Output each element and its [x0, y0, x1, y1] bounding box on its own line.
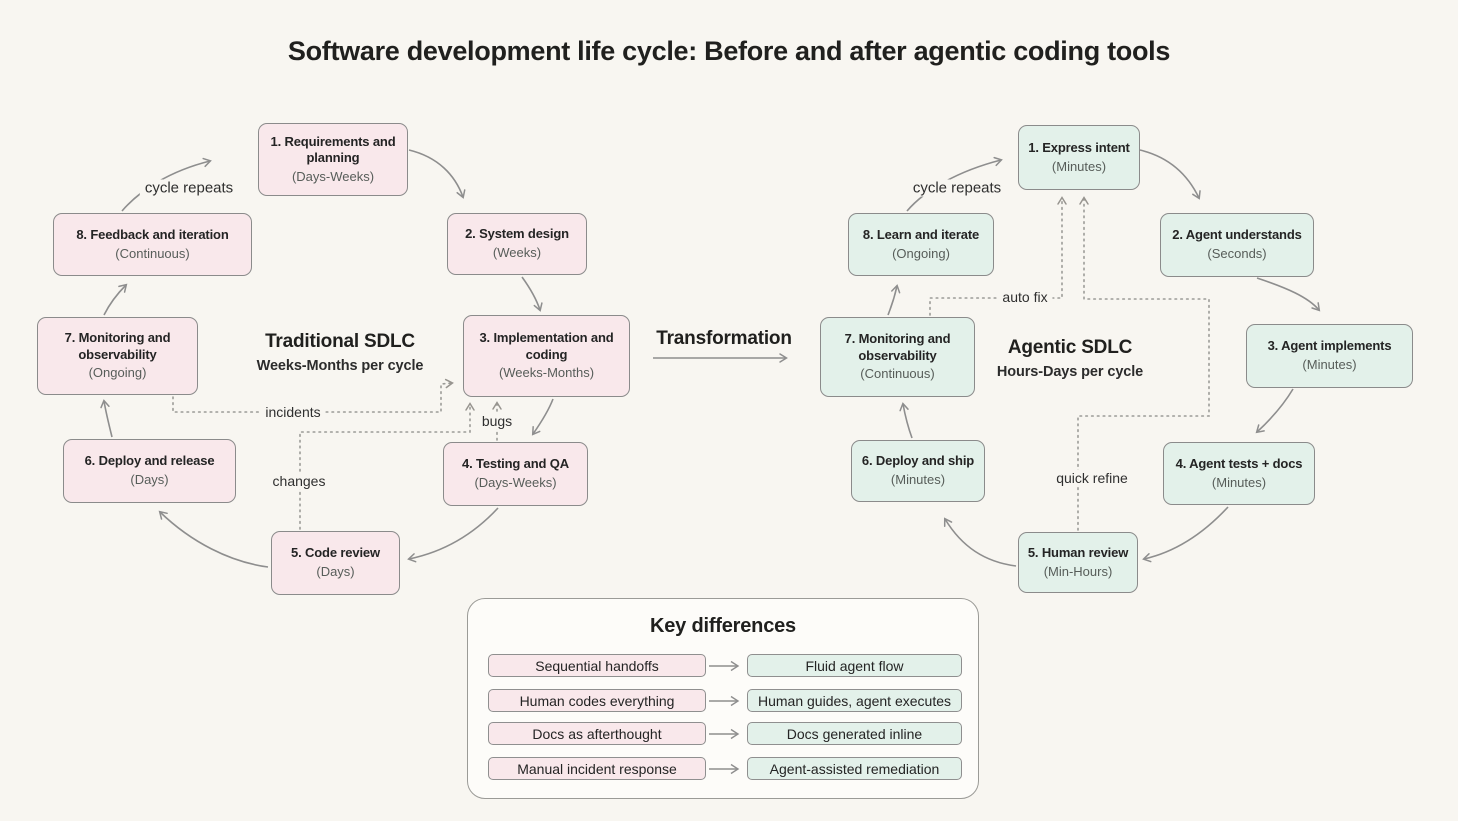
agentic-cycle-title: Agentic SDLC [1007, 337, 1133, 358]
node-title: 4. Testing and QA [462, 456, 569, 472]
arrow-agent-3-to-4 [1255, 388, 1294, 434]
node-title: 8. Learn and iterate [862, 226, 980, 242]
keydiff-before-pill: Manual incident response [488, 757, 706, 780]
node-trad-implementation: 3. Implementation and coding (Weeks-Mont… [463, 315, 630, 397]
arrow-agent-1-to-2 [1139, 149, 1201, 200]
arrow-trad-2-to-3 [521, 276, 543, 312]
node-duration: (Days) [316, 564, 355, 579]
quick-refine-label: quick refine [1051, 470, 1133, 486]
node-title: 6. Deploy and release [84, 453, 215, 469]
node-duration: (Ongoing) [88, 365, 147, 381]
right-arrow-icon [709, 695, 740, 706]
changes-label: changes [267, 473, 331, 489]
keydiff-after-pill: Agent-assisted remediation [747, 757, 962, 780]
arrow-agent-5-to-6 [943, 517, 1017, 567]
node-trad-feedback: 8. Feedback and iteration (Continuous) [53, 213, 252, 276]
dotted-incidents-path [172, 378, 454, 413]
node-title: 2. Agent understands [1172, 227, 1302, 243]
right-arrow-icon [709, 728, 740, 739]
node-title: 1. Express intent [1028, 139, 1130, 155]
key-differences-panel: Key differences Sequential handoffs Flui… [467, 598, 979, 799]
keydiff-before-pill: Docs as afterthought [488, 722, 706, 745]
node-duration: (Weeks-Months) [498, 365, 595, 381]
keydiff-row: Human codes everything Human guides, age… [488, 689, 962, 712]
node-duration: (Days) [130, 472, 169, 487]
node-agent-monitoring: 7. Monitoring and observability (Continu… [820, 317, 975, 397]
node-title: 5. Code review [291, 545, 380, 561]
node-title: 7. Monitoring and observability [844, 331, 951, 363]
node-trad-requirements: 1. Requirements and planning (Days-Weeks… [258, 123, 408, 196]
arrow-trad-5-to-6 [158, 510, 269, 568]
node-trad-monitoring: 7. Monitoring and observability (Ongoing… [37, 317, 198, 395]
dotted-auto-fix-path [929, 196, 1067, 316]
node-duration: (Minutes) [890, 472, 946, 487]
node-agent-learn-iterate: 8. Learn and iterate (Ongoing) [848, 213, 994, 276]
dotted-quick-refine-path [1077, 196, 1210, 531]
arrow-agent-6-to-7 [899, 402, 913, 439]
node-trad-system-design: 2. System design (Weeks) [447, 213, 587, 275]
node-duration: (Weeks) [492, 245, 542, 260]
arrow-trad-1-to-2 [408, 149, 466, 199]
node-duration: (Minutes) [1211, 474, 1267, 490]
agentic-cycle-subtitle: Hours-Days per cycle [996, 364, 1144, 380]
auto-fix-label: auto fix [997, 289, 1053, 305]
node-duration: (Days-Weeks) [291, 168, 375, 184]
node-agent-tests-docs: 4. Agent tests + docs (Minutes) [1163, 442, 1315, 505]
keydiff-after-pill: Human guides, agent executes [747, 689, 962, 712]
node-title: 7. Monitoring and observability [64, 330, 171, 362]
node-title: 1. Requirements and planning [270, 133, 396, 166]
traditional-cycle-subtitle: Weeks-Months per cycle [256, 358, 424, 374]
arrow-agent-7-to-8 [887, 284, 901, 316]
keydiff-row: Docs as afterthought Docs generated inli… [488, 722, 962, 745]
keydiff-after-pill: Docs generated inline [747, 722, 962, 745]
incidents-label: incidents [260, 404, 326, 420]
arrow-agent-4-to-5 [1142, 506, 1229, 563]
agent-cycle-repeats-label: cycle repeats [907, 179, 1007, 197]
node-trad-code-review: 5. Code review (Days) [271, 531, 400, 595]
keydiff-after-pill: Fluid agent flow [747, 654, 962, 677]
node-trad-testing: 4. Testing and QA (Days-Weeks) [443, 442, 588, 506]
key-differences-title: Key differences [650, 615, 796, 637]
node-duration: (Continuous) [860, 366, 935, 382]
keydiff-row: Manual incident response Agent-assisted … [488, 757, 962, 780]
arrow-trad-7-to-8 [103, 283, 128, 316]
bottom-edge-strip [0, 821, 1458, 828]
arrow-trad-4-to-5 [407, 507, 499, 563]
trad-cycle-repeats-label: cycle repeats [139, 179, 239, 197]
keydiff-before-pill: Sequential handoffs [488, 654, 706, 677]
node-duration: (Minutes) [1051, 158, 1107, 174]
node-title: 6. Deploy and ship [861, 453, 975, 469]
traditional-cycle-title: Traditional SDLC [265, 331, 415, 352]
arrow-agent-2-to-3 [1256, 277, 1321, 312]
node-title: 2. System design [465, 226, 569, 242]
node-agent-understands: 2. Agent understands (Seconds) [1160, 213, 1314, 277]
right-arrow-icon [709, 660, 740, 671]
bugs-label: bugs [476, 413, 518, 429]
right-arrow-icon [709, 763, 740, 774]
node-title: 8. Feedback and iteration [76, 226, 229, 242]
node-title: 5. Human review [1027, 544, 1129, 560]
keydiff-before-pill: Human codes everything [488, 689, 706, 712]
transformation-label: Transformation [656, 328, 792, 349]
node-duration: (Ongoing) [892, 245, 950, 261]
arrow-trad-3-to-4 [531, 398, 554, 436]
arrow-trad-6-to-7 [100, 399, 113, 438]
node-title: 3. Implementation and coding [479, 330, 614, 362]
node-agent-express-intent: 1. Express intent (Minutes) [1018, 125, 1140, 190]
node-agent-human-review: 5. Human review (Min-Hours) [1018, 532, 1138, 593]
node-agent-deploy-ship: 6. Deploy and ship (Minutes) [851, 440, 985, 502]
node-trad-deploy: 6. Deploy and release (Days) [63, 439, 236, 503]
node-duration: (Min-Hours) [1043, 563, 1113, 579]
page-title: Software development life cycle: Before … [287, 36, 1171, 66]
node-duration: (Continuous) [115, 245, 190, 261]
node-duration: (Minutes) [1302, 357, 1357, 372]
node-duration: (Seconds) [1207, 246, 1267, 261]
node-agent-implements: 3. Agent implements (Minutes) [1246, 324, 1413, 388]
node-title: 4. Agent tests + docs [1175, 455, 1303, 471]
node-duration: (Days-Weeks) [474, 475, 557, 490]
node-title: 3. Agent implements [1267, 338, 1392, 354]
keydiff-row: Sequential handoffs Fluid agent flow [488, 654, 962, 677]
